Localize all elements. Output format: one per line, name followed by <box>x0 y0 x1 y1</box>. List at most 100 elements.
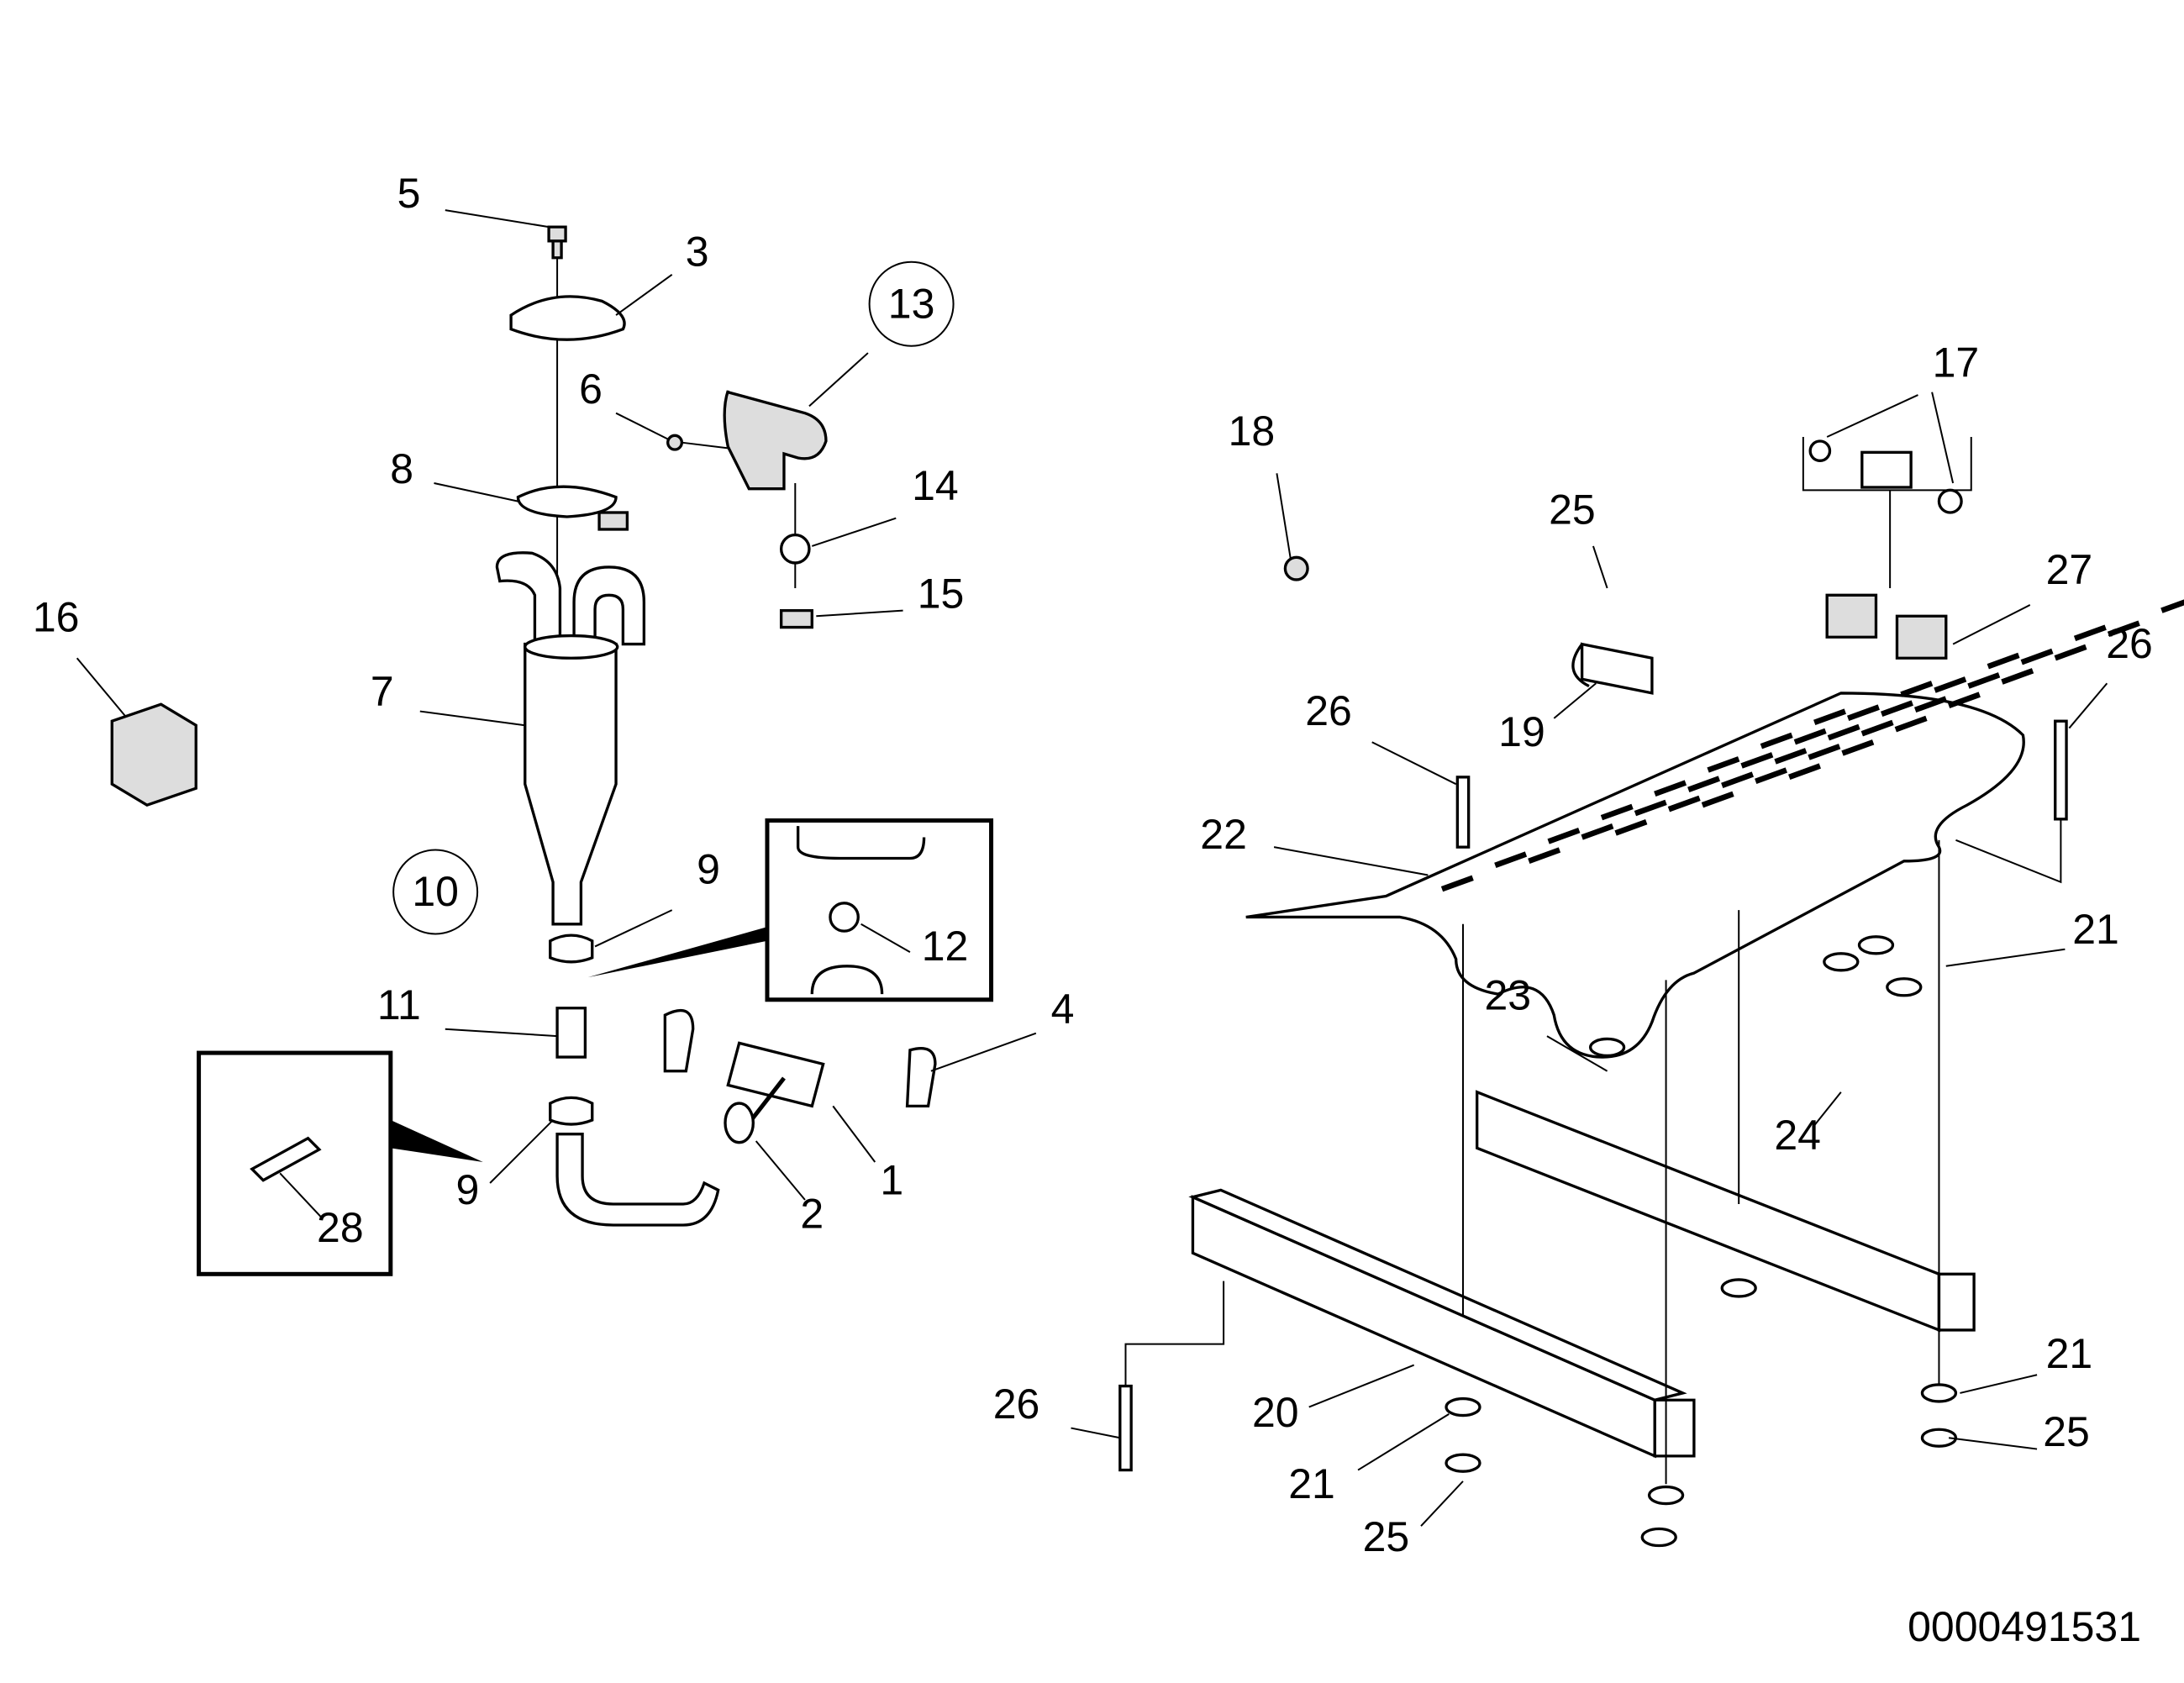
leader-line <box>1276 473 1292 560</box>
mount-27a <box>1825 593 1878 639</box>
washer-17a <box>1808 439 1832 463</box>
pipe-right <box>572 565 646 646</box>
clamp-9-top <box>549 934 594 964</box>
washer <box>1823 952 1860 972</box>
leader-line <box>489 1119 554 1184</box>
callout-circle <box>392 849 479 935</box>
ring-2 <box>724 1102 755 1144</box>
leader-line <box>1960 1374 2038 1394</box>
callout-label: 9 <box>697 845 720 892</box>
platform-slot <box>1847 704 1880 722</box>
platform-slot <box>1900 681 1934 697</box>
bolt-26-left <box>1455 776 1471 849</box>
callout-label: 15 <box>918 570 965 617</box>
leader-line <box>1826 394 1918 438</box>
callout-label: 14 <box>912 462 959 509</box>
rail-back <box>1475 1090 1941 1333</box>
platform-slot <box>1860 719 1894 737</box>
bolt-26-bottom <box>1118 1384 1133 1472</box>
platform-slot <box>1755 767 1787 784</box>
leader-line <box>816 609 903 618</box>
clamp-4-left <box>663 1008 695 1073</box>
callout-label: 5 <box>397 170 421 217</box>
platform-slot <box>1947 692 1981 709</box>
leader-line <box>1546 1035 1608 1072</box>
cap-15 <box>779 608 813 629</box>
callout-label: 12 <box>922 923 969 970</box>
callout-label: 22 <box>1200 811 1247 858</box>
washer <box>1720 1278 1757 1298</box>
leader-line <box>594 909 673 948</box>
drawing-number: 0000491531 <box>1908 1603 2141 1650</box>
leader-line <box>930 1032 1037 1072</box>
leader-line <box>808 352 869 408</box>
leader-line <box>832 1105 876 1163</box>
platform-slot <box>1721 771 1755 788</box>
callout-label: 10 <box>412 868 459 915</box>
platform-slot <box>1788 763 1821 780</box>
platform-slot <box>1934 676 1967 693</box>
leader-line <box>1273 846 1429 876</box>
callout-label: 26 <box>1305 687 1352 734</box>
bolt-26-right <box>2054 719 2068 821</box>
ball-14 <box>779 533 811 565</box>
cyclone-7 <box>524 642 618 926</box>
clamp-8 <box>516 485 618 518</box>
clamp-8-latch <box>597 511 629 531</box>
platform-22 <box>1245 692 2025 1059</box>
platform-slot <box>1600 803 1634 821</box>
leader-line <box>279 1172 323 1219</box>
callout-label: 26 <box>2106 620 2153 667</box>
pipe-left <box>495 551 562 646</box>
platform-slot <box>1440 875 1474 892</box>
platform-slot <box>1760 732 1793 749</box>
washer <box>1920 1428 1958 1448</box>
leader-line <box>811 517 897 547</box>
washer <box>1640 1527 1677 1548</box>
leader-line <box>755 1140 806 1201</box>
screw-6 <box>666 434 684 451</box>
callout-label: 3 <box>686 229 709 276</box>
sensor-16 <box>110 702 197 807</box>
washer-17b <box>1937 488 1963 514</box>
platform-slots <box>1440 599 2184 892</box>
washer <box>1445 1396 1481 1417</box>
callout-label: 9 <box>456 1166 480 1213</box>
bolt-5 <box>547 225 567 260</box>
callout-label: 27 <box>2046 546 2093 593</box>
platform-slot <box>1913 696 1947 713</box>
mount-27b <box>1895 614 1948 660</box>
sleeve-17 <box>1860 450 1913 489</box>
detail-box-28 <box>197 1050 393 1276</box>
tee-1 <box>726 1041 825 1108</box>
leader-line <box>1948 1437 2038 1450</box>
platform-slot <box>1841 739 1875 756</box>
platform-slot <box>1740 752 1774 769</box>
leader-line <box>1592 545 1608 589</box>
detail-box-12 <box>765 818 994 1002</box>
hose-bottom <box>555 1133 720 1227</box>
platform-slot <box>2107 620 2140 638</box>
callout-label: 28 <box>317 1204 364 1251</box>
platform-slot <box>1894 715 1928 733</box>
callout-label: 4 <box>1051 986 1075 1033</box>
leader-line <box>445 1028 558 1038</box>
leader-line <box>434 482 518 502</box>
leader-line <box>1945 948 2066 967</box>
leader-line <box>2068 682 2108 729</box>
leader-line <box>1952 604 2031 645</box>
leader-line <box>1931 392 1955 484</box>
callout-label: 23 <box>1485 971 1532 1018</box>
platform-slot <box>1793 728 1827 745</box>
platform-slot <box>1581 823 1614 840</box>
platform-slot <box>1774 748 1808 765</box>
callout-label: 25 <box>1549 486 1596 533</box>
leader-line <box>1553 682 1597 719</box>
valve-13 <box>723 390 828 491</box>
nut-18 <box>1283 555 1309 581</box>
pin-28 <box>250 1136 322 1182</box>
platform-slot <box>1494 851 1528 868</box>
leader-line <box>1420 1481 1464 1527</box>
callout-label: 21 <box>1288 1460 1335 1507</box>
